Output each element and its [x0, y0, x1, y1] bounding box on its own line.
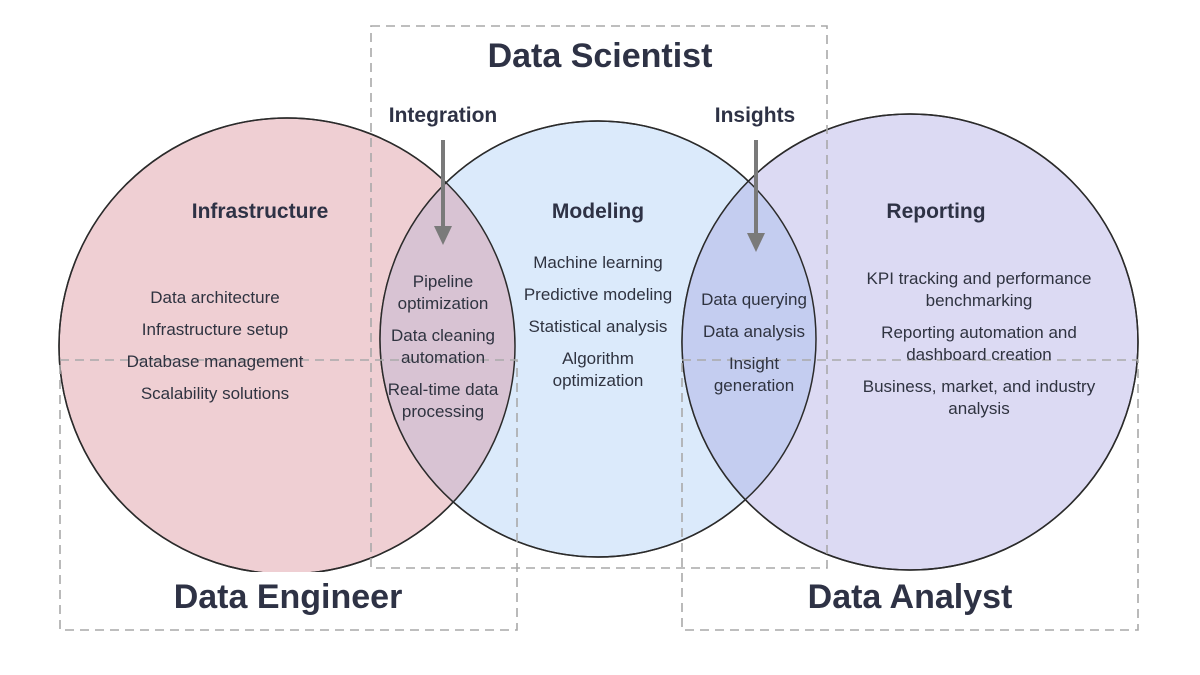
list-item: Data architecture	[150, 288, 280, 307]
integration-arrow	[434, 140, 452, 245]
reporting-list: KPI tracking and performance benchmarkin…	[848, 268, 1110, 430]
list-item: Machine learning	[533, 253, 663, 272]
data-analyst-title: Data Analyst	[807, 578, 1013, 616]
list-item: Reporting automation and dashboard creat…	[881, 323, 1077, 364]
infrastructure-list: Data architecture Infrastructure setup D…	[95, 287, 335, 415]
list-item: Pipeline optimization	[397, 272, 489, 313]
insights-list: Data querying Data analysis Insight gene…	[692, 289, 816, 407]
list-item: Scalability solutions	[140, 384, 290, 403]
modeling-list: Machine learning Predictive modeling Sta…	[523, 252, 673, 402]
modeling-title: Modeling	[551, 200, 645, 223]
list-item: Algorithm optimization	[552, 349, 644, 390]
data-scientist-box	[370, 25, 828, 569]
list-item: Data cleaning automation	[391, 326, 495, 367]
list-item: KPI tracking and performance benchmarkin…	[866, 269, 1092, 310]
list-item: Data analysis	[702, 322, 806, 341]
list-item: Business, market, and industry analysis	[862, 377, 1096, 418]
infrastructure-title: Infrastructure	[191, 200, 329, 223]
data-engineer-box	[59, 359, 518, 631]
list-item: Data querying	[701, 290, 807, 309]
list-item: Infrastructure setup	[141, 320, 289, 339]
list-item: Insight generation	[713, 354, 795, 395]
data-engineer-title: Data Engineer	[173, 578, 403, 616]
data-scientist-title: Data Scientist	[487, 37, 713, 75]
list-item: Real-time data processing	[387, 380, 499, 421]
insights-label: Insights	[714, 104, 796, 127]
list-item: Predictive modeling	[523, 285, 673, 304]
integration-label: Integration	[388, 104, 498, 127]
list-item: Statistical analysis	[528, 317, 668, 336]
data-analyst-box	[681, 359, 1139, 631]
insights-arrow	[747, 140, 765, 252]
reporting-title: Reporting	[886, 200, 986, 223]
list-item: Database management	[126, 352, 304, 371]
integration-list: Pipeline optimization Data cleaning auto…	[378, 271, 508, 433]
